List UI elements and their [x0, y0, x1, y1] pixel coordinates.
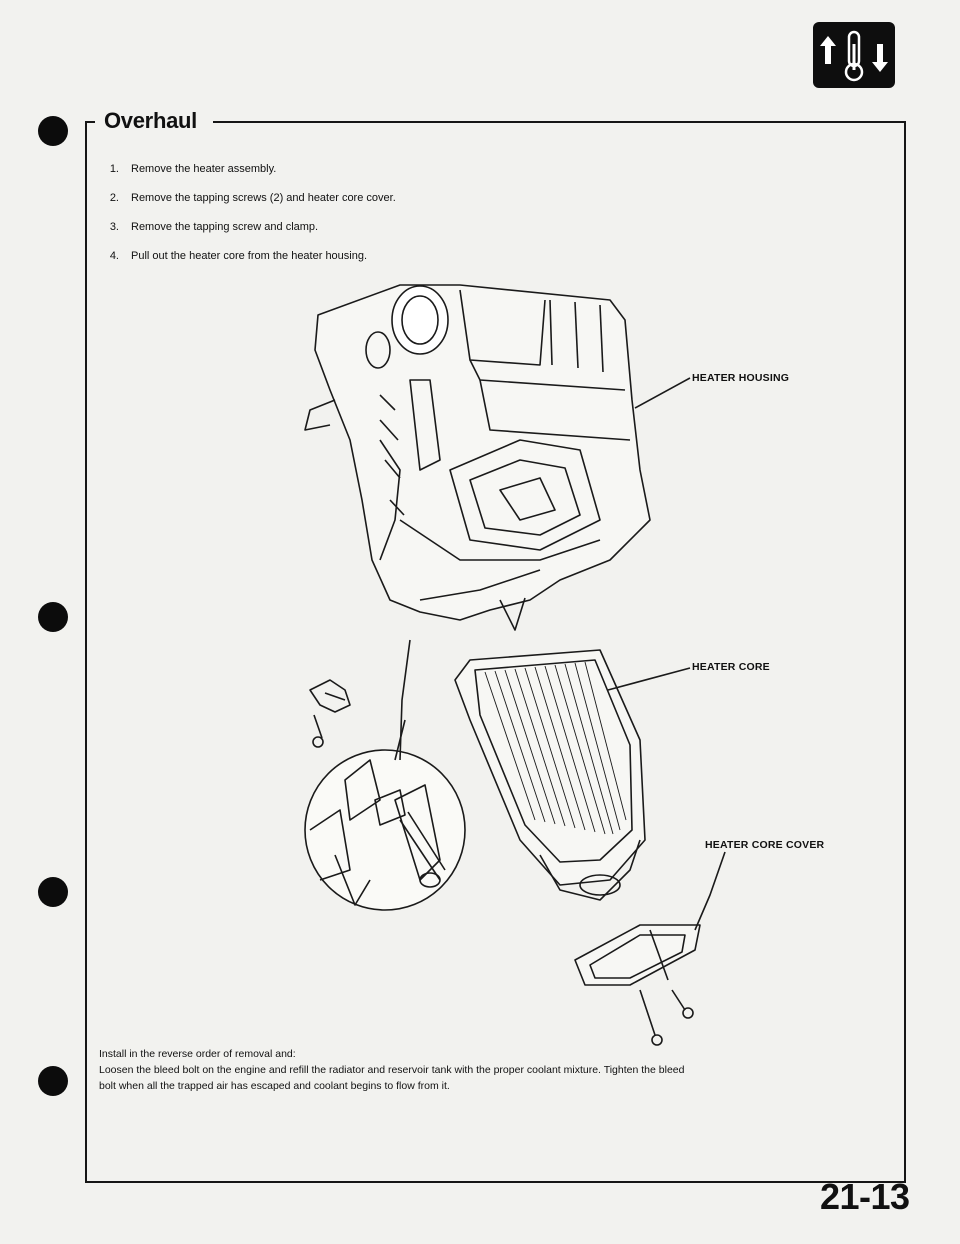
step-text: Pull out the heater core from the heater… [131, 250, 368, 262]
step-number: 4. [109, 250, 119, 262]
section-frame [85, 122, 906, 1183]
heater-housing-drawing [304, 284, 651, 631]
frame-top-right [213, 121, 906, 123]
note-line: Loosen the bleed bolt on the engine and … [99, 1064, 685, 1076]
binder-hole-2 [38, 602, 68, 632]
clamp-and-screw [309, 679, 351, 748]
step-number: 3. [109, 221, 119, 233]
installation-notes: Install in the reverse order of removal … [99, 1046, 899, 1094]
step-text: Remove the tapping screws (2) and heater… [131, 192, 396, 204]
leader-heater-core [607, 667, 691, 691]
binder-hole-4 [38, 1066, 68, 1096]
clamp-detail-inset [304, 719, 466, 911]
leader-heater-core-cover [694, 851, 726, 931]
binder-hole-3 [38, 877, 68, 907]
binder-hole-1 [38, 116, 68, 146]
callout-heater-core: HEATER CORE [692, 661, 770, 673]
step-item: 4. Pull out the heater core from the hea… [100, 250, 396, 279]
leader-heater-housing [634, 377, 691, 409]
note-line: Install in the reverse order of removal … [99, 1048, 296, 1060]
frame-top-left [85, 121, 95, 123]
step-item: 1. Remove the heater assembly. [100, 163, 396, 192]
step-text: Remove the tapping screw and clamp. [131, 221, 319, 233]
heater-core-cover-drawing [574, 924, 701, 1046]
callout-heater-housing: HEATER HOUSING [692, 372, 790, 384]
step-item: 2. Remove the tapping screws (2) and hea… [100, 192, 396, 221]
step-item: 3. Remove the tapping screw and clamp. [100, 221, 396, 250]
section-title: Overhaul [102, 108, 201, 134]
thermometer-arrows-icon [820, 30, 888, 82]
callout-heater-core-cover: HEATER CORE COVER [705, 839, 825, 851]
heater-core-drawing [454, 649, 646, 901]
step-number: 1. [109, 163, 119, 175]
procedure-steps: 1. Remove the heater assembly. 2. Remove… [100, 163, 396, 279]
page-number: 21-13 [820, 1176, 910, 1217]
heater-thermometer-icon [813, 22, 895, 88]
step-number: 2. [109, 192, 119, 204]
step-text: Remove the heater assembly. [131, 163, 277, 175]
leader-detail [399, 639, 411, 761]
note-line: bolt when all the trapped air has escape… [99, 1080, 450, 1092]
